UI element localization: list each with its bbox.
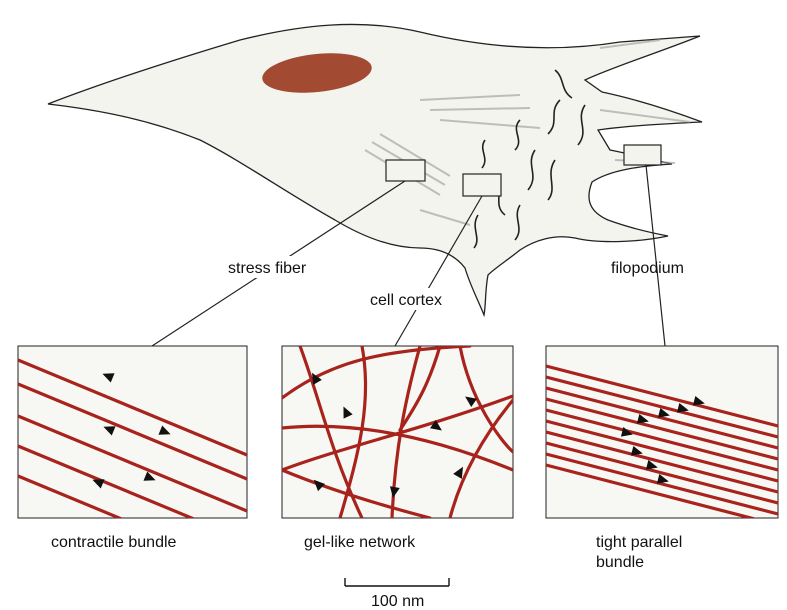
tight-parallel-bundle-panel xyxy=(546,346,778,525)
tight-parallel-label-line2: bundle xyxy=(596,554,644,571)
cell-cortex-box xyxy=(463,174,501,196)
cell-cortex-label: cell cortex xyxy=(370,292,442,309)
scale-bar xyxy=(345,578,449,586)
scale-bar-label: 100 nm xyxy=(371,593,424,610)
stress-fiber-label: stress fiber xyxy=(228,260,307,277)
contractile-bundle-label: contractile bundle xyxy=(51,534,177,551)
gel-network-panel xyxy=(282,346,513,518)
filopodium-box xyxy=(624,145,661,165)
filopodium-leader xyxy=(646,165,665,346)
stress-fiber-box xyxy=(386,160,425,181)
filopodium-label: filopodium xyxy=(611,260,684,277)
gel-network-label: gel-like network xyxy=(304,534,416,551)
cell-outline xyxy=(48,24,702,315)
cell xyxy=(48,24,702,315)
tight-parallel-label-line1: tight parallel xyxy=(596,534,682,551)
